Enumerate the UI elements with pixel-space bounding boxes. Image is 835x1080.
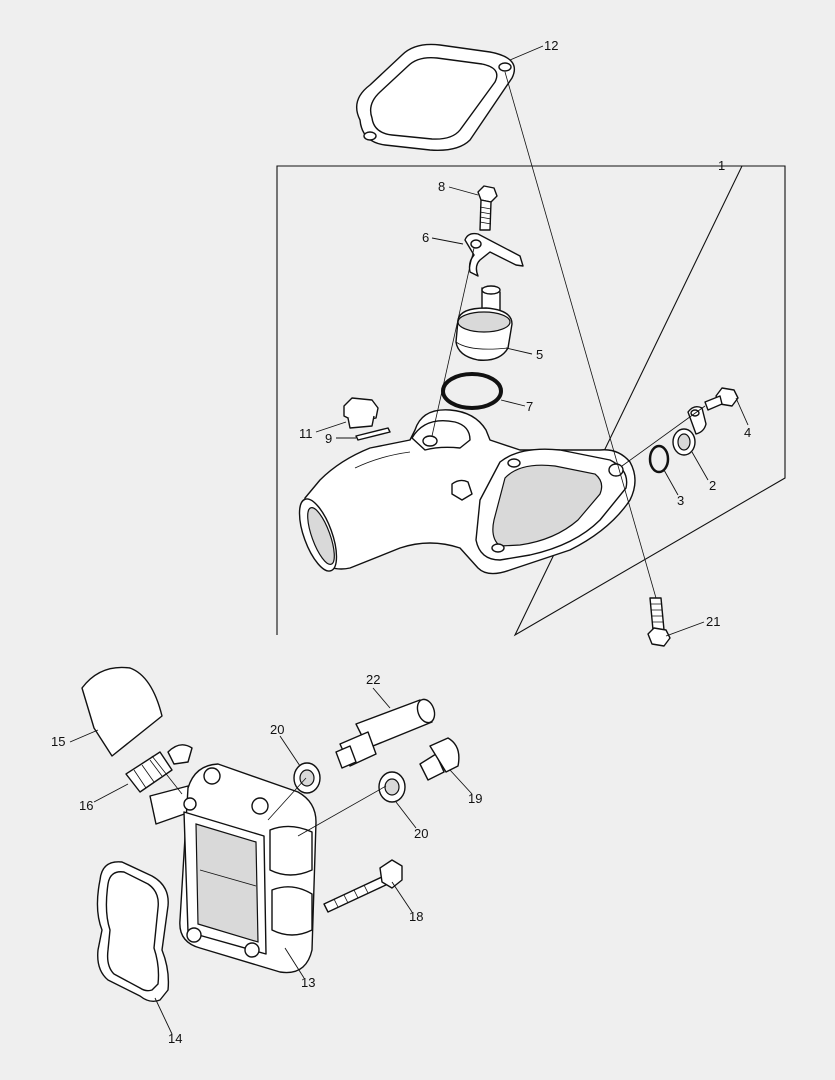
sleeve-22 [335, 698, 436, 769]
gasket-12 [356, 43, 516, 151]
callout-1: 1 [718, 158, 725, 173]
callout-20-lower: 20 [414, 826, 428, 841]
callout-20-upper: 20 [270, 722, 284, 737]
callout-14: 14 [168, 1031, 182, 1046]
alignment-line-4 [621, 405, 706, 467]
washer-9 [355, 427, 391, 441]
leader-lines [69, 45, 749, 1035]
thermostat-5 [455, 285, 513, 361]
callout-21: 21 [706, 614, 720, 629]
callout-5: 5 [536, 347, 543, 362]
plug-11 [343, 397, 379, 429]
o-ring-3 [648, 444, 670, 474]
thermostat-housing-13 [149, 763, 317, 974]
alignment-line [504, 71, 657, 599]
callout-16: 16 [79, 798, 93, 813]
callout-15: 15 [51, 734, 65, 749]
fitting-16 [125, 744, 193, 793]
callout-2: 2 [709, 478, 716, 493]
plug-19 [419, 737, 460, 781]
bolt-18 [323, 859, 403, 913]
callout-18: 18 [409, 909, 423, 924]
o-ring-7 [441, 372, 503, 410]
callout-19: 19 [468, 791, 482, 806]
gasket-14 [96, 861, 170, 1003]
callout-6: 6 [422, 230, 429, 245]
bolt-21 [647, 597, 671, 647]
callout-3: 3 [677, 493, 684, 508]
bolt-8 [477, 185, 498, 231]
bracket-6 [464, 232, 524, 277]
cap-15 [81, 666, 163, 757]
bolt-4 [704, 387, 739, 411]
callout-8: 8 [438, 179, 445, 194]
alignment-line-6-to-housing [431, 247, 475, 437]
callout-11: 11 [299, 426, 313, 441]
callout-13: 13 [301, 975, 315, 990]
callout-7: 7 [526, 399, 533, 414]
plug-2 [672, 405, 707, 456]
thermostat-housing-1 [298, 409, 636, 575]
callout-12: 12 [544, 38, 558, 53]
callout-9: 9 [325, 431, 332, 446]
callout-22: 22 [366, 672, 380, 687]
callout-4: 4 [744, 425, 751, 440]
